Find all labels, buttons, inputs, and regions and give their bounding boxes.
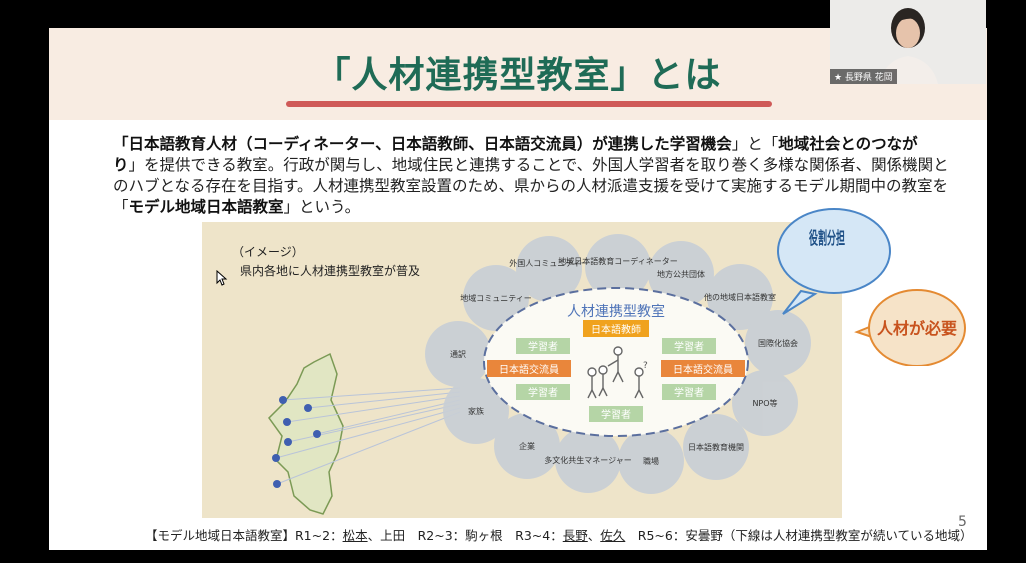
stakeholder-label: 外国人コミュニティー [509, 258, 589, 268]
exchange-staff-label: 日本語交流員 [673, 363, 733, 376]
stakeholder-label: 他の地域日本語教室 [704, 292, 776, 302]
stakeholder-label: 国際化協会 [758, 338, 798, 348]
learner-label: 学習者 [601, 408, 631, 421]
caption-middle: 、上田 R2~3：駒ヶ根 R3~4： [367, 528, 563, 543]
stakeholder-circle-workplace [618, 428, 684, 494]
exchange-staff-label: 日本語交流員 [499, 363, 559, 376]
image-note-1: （イメージ） [232, 245, 304, 259]
caption-suffix: R5~6：安曇野（下線は人材連携型教室が続いている地域） [625, 528, 973, 543]
bubble-roles: 役割分担 [777, 208, 891, 315]
stakeholder-label: 日本語教育機関 [688, 442, 744, 452]
stakeholder-label: 家族 [468, 406, 484, 416]
exchange-staff-box-left [487, 360, 571, 377]
stakeholder-circle-tabunka [555, 427, 621, 493]
teacher-label: 日本語教師 [591, 323, 641, 336]
stakeholder-label: 多文化共生マネージャー [544, 455, 631, 465]
speech-bubbles: 役割分担 人材が必要 [777, 208, 966, 366]
stakeholder-circle-jlang-institution [683, 414, 749, 480]
concept-image: （イメージ） 県内各地に人材連携型教室が普及 [202, 222, 842, 518]
webcam-video[interactable]: ★ 長野県 花岡 [830, 0, 986, 84]
stakeholder-circle-foreign-community [516, 236, 582, 302]
page-number: 5 [958, 514, 967, 530]
bubble-people: 人材が必要 [854, 289, 966, 366]
caption-nagano: 長野 [562, 528, 588, 543]
stakeholder-circle-coordinator [585, 234, 651, 300]
bubble-roles-text-1: 役割分担 [809, 228, 845, 249]
intro-bold-2: 地域社会とのつなが [778, 135, 918, 153]
stakeholder-circle-family [443, 378, 509, 444]
intro-text-2: 」を提供できる教室。行政が関与し、地域住民と連携することで、外国人学習者を取り巻… [113, 156, 949, 216]
stakeholder-label: 企業 [519, 441, 535, 451]
model-classroom-caption: 【モデル地域日本語教室】R1~2：松本、上田 R2~3：駒ヶ根 R3~4：長野、… [145, 525, 972, 544]
stakeholder-label: 地方公共団体 [657, 269, 705, 279]
stakeholder-circle-intl-association [745, 310, 811, 376]
stakeholder-circle-company [494, 413, 560, 479]
image-note-2: 県内各地に人材連携型教室が普及 [240, 263, 420, 278]
learner-label: 学習者 [674, 340, 704, 353]
title-underline [286, 101, 772, 107]
slide-title: 「人材連携型教室」とは [314, 55, 722, 96]
webcam-name-label: ★ 長野県 花岡 [830, 69, 897, 84]
classroom-title: 人材連携型教室 [567, 303, 665, 320]
stakeholder-circle-npo [732, 370, 798, 436]
intro-bold-3: り [113, 156, 129, 174]
stakeholder-label: 地域日本語教育コーディネーター [558, 256, 677, 266]
bubble-people-text: 人材が必要 [877, 319, 957, 338]
intro-text-3: 」という。 [283, 198, 361, 216]
presentation-slide: 「人材連携型教室」とは 「日本語教育人材（コーディネーター、日本語教師、日本語交… [49, 28, 987, 550]
stakeholder-label: 地域コミュニティー [460, 293, 532, 303]
stakeholder-label: 通訳 [450, 349, 466, 359]
mouse-cursor-icon [216, 270, 228, 286]
question-mark-icon: ? [643, 361, 648, 371]
caption-saku: 佐久 [600, 528, 626, 543]
nagano-map [268, 352, 344, 515]
caption-prefix: 【モデル地域日本語教室】R1~2： [145, 528, 343, 543]
caption-matsumoto: 松本 [342, 528, 368, 543]
teacher-box [583, 320, 649, 337]
projection-lines [275, 387, 461, 485]
learner-label: 学習者 [528, 386, 558, 399]
stakeholder-circle-local-government [648, 241, 714, 307]
intro-text: 「日本語教育人材（コーディネーター、日本語教師、日本語交流員）が連携した学習機会… [113, 134, 953, 218]
stakeholder-circle-other-classrooms [707, 264, 773, 330]
caption-comma: 、 [587, 528, 601, 543]
exchange-staff-box-right [661, 360, 745, 377]
stakeholder-circle-local-community [463, 265, 529, 331]
intro-bold-4: モデル地域日本語教室 [128, 198, 284, 216]
stakeholder-label: 職場 [643, 456, 659, 466]
learner-label: 学習者 [528, 340, 558, 353]
stakeholder-label: NPO等 [752, 398, 777, 408]
classroom-dots [272, 396, 321, 488]
stakeholder-circle-interpreter [425, 321, 491, 387]
intro-text-1: 」と「 [731, 135, 779, 153]
people-illustration [587, 346, 644, 399]
intro-bold-1: 「日本語教育人材（コーディネーター、日本語教師、日本語交流員）が連携した学習機会 [113, 135, 732, 153]
learner-label: 学習者 [674, 386, 704, 399]
concept-diagram: （イメージ） 県内各地に人材連携型教室が普及 [232, 234, 811, 515]
learner-boxes [516, 338, 716, 422]
